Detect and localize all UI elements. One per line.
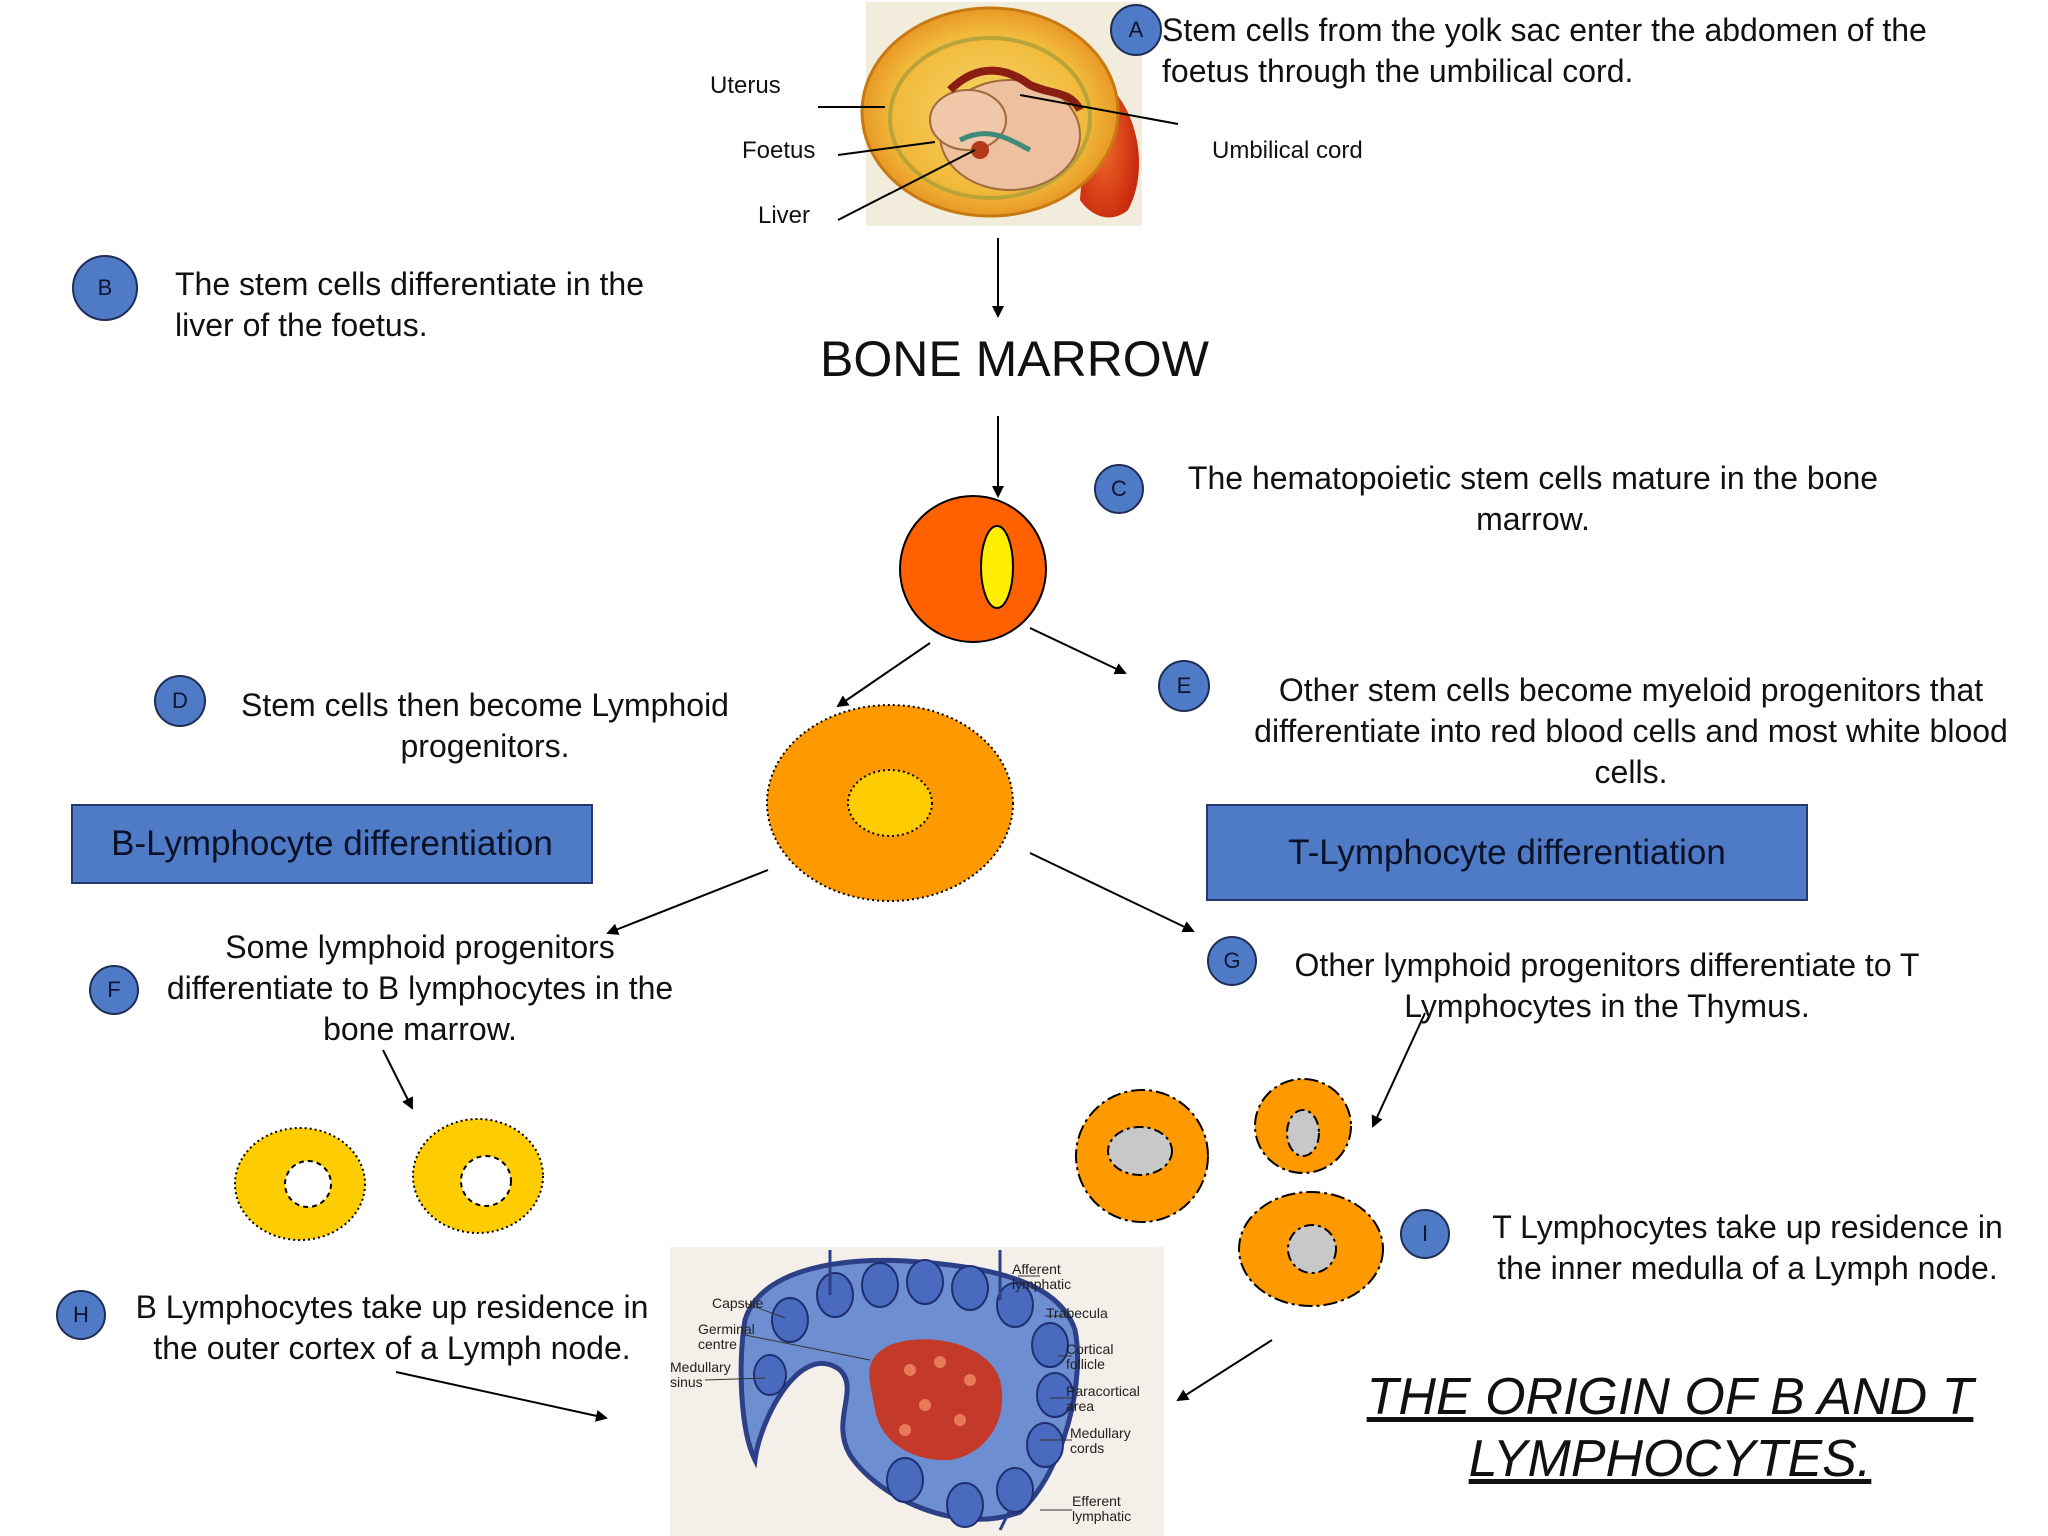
step-text-a: Stem cells from the yolk sac enter the a… (1162, 12, 1927, 89)
step-badge-e: E (1158, 660, 1210, 712)
stem-cell (899, 495, 1047, 643)
liver-label: Liver (758, 202, 811, 229)
bone-marrow-heading: BONE MARROW (820, 331, 1209, 387)
medullary-sinus-label: Medullary sinus (670, 1359, 731, 1390)
uterus-label: Uterus (710, 72, 781, 99)
step-text-h: B Lymphocytes take up residence in the o… (135, 1289, 649, 1366)
step-badge-a: A (1110, 4, 1162, 56)
step-badge-c: C (1094, 464, 1144, 514)
b-lymphocyte-cell (234, 1127, 366, 1241)
step-text-b: The stem cells differentiate in the live… (175, 266, 644, 343)
foetus-illustration (860, 2, 1142, 226)
t-lymphocyte-cell (1075, 1089, 1209, 1223)
medullary-cords-label: Medullary cords (1070, 1425, 1131, 1456)
step-text-g: Other lymphoid progenitors differentiate… (1294, 947, 1920, 1024)
step-badge-f: F (89, 965, 139, 1015)
capsule-label: Capsule (712, 1295, 764, 1311)
lymphoid-progenitor-cell (766, 704, 1014, 902)
b-lymphocyte-section-box: B-Lymphocyte differentiation (71, 804, 593, 884)
germinal-centre-label: Germinal centre (698, 1321, 755, 1352)
foetus-label: Foetus (742, 137, 816, 164)
step-text-f: Some lymphoid progenitors differentiate … (166, 929, 674, 1047)
step-badge-g: G (1207, 936, 1257, 986)
step-badge-d: D (154, 675, 206, 727)
step-badge-h: H (56, 1290, 106, 1340)
step-text-c: The hematopoietic stem cells mature in t… (1187, 460, 1879, 537)
lymph-node-illustration (670, 1247, 1164, 1536)
t-lymphocyte-section-box: T-Lymphocyte differentiation (1206, 804, 1808, 901)
paracortical-area-label: Paracortical area (1066, 1383, 1140, 1414)
b-lymphocyte-cell (412, 1118, 544, 1234)
step-text-e: Other stem cells become myeloid progenit… (1254, 672, 2008, 790)
step-badge-b: B (72, 255, 138, 321)
t-lymphocyte-cell (1238, 1191, 1384, 1307)
t-lymphocyte-cell (1254, 1078, 1352, 1174)
trabecula-label: Trabecula (1046, 1305, 1108, 1321)
diagram-title: THE ORIGIN OF B AND T LYMPHOCYTES. (1366, 1368, 1974, 1488)
step-text-i: T Lymphocytes take up residence in the i… (1492, 1209, 2003, 1286)
cortical-follicle-label: Cortical follicle (1066, 1341, 1114, 1372)
umbilical-cord-label: Umbilical cord (1212, 137, 1363, 164)
efferent-lymphatic-label: Efferent lymphatic (1072, 1493, 1132, 1524)
afferent-lymphatic-label: Afferent lymphatic (1012, 1261, 1072, 1292)
step-badge-i: I (1400, 1209, 1450, 1259)
step-text-d: Stem cells then become Lymphoid progenit… (241, 687, 729, 764)
